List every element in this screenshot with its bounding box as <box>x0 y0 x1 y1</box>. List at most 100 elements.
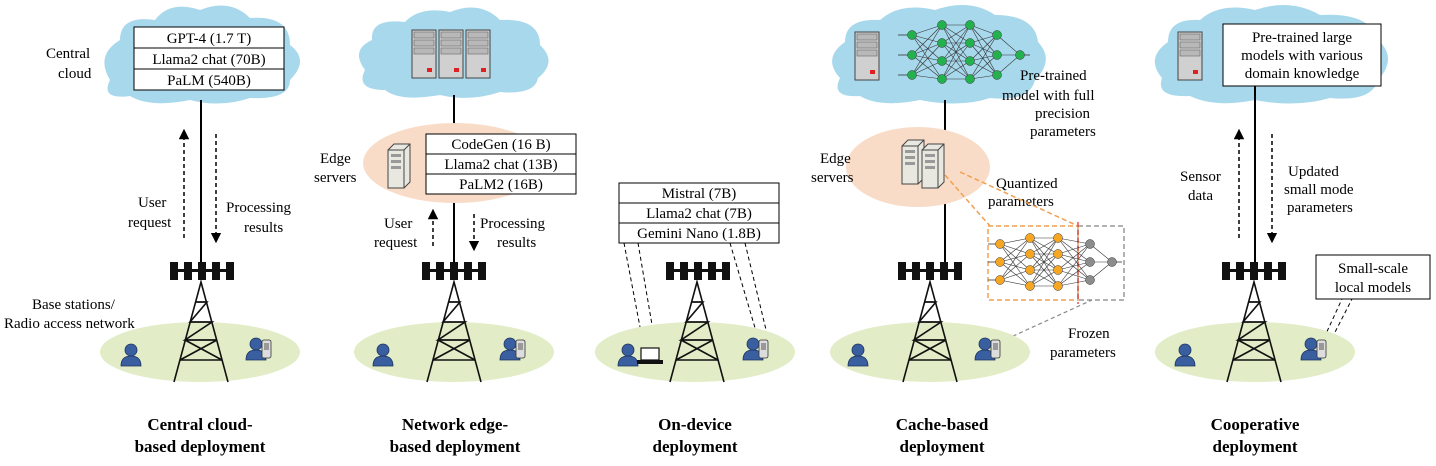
model-label: Gemini Nano (1.8B) <box>637 226 761 242</box>
network-node <box>1053 249 1063 259</box>
network-node <box>992 50 1002 60</box>
model-box: GPT-4 (1.7 T) Llama2 chat (70B) PaLM (54… <box>133 26 285 91</box>
updated-params-label: parameters <box>1287 200 1353 216</box>
network-edge <box>911 24 943 36</box>
network-edge <box>999 237 1031 263</box>
antenna-icon <box>170 262 234 280</box>
local-models-label: Small-scale <box>1338 261 1408 277</box>
network-node <box>937 74 947 84</box>
network-edge <box>941 42 971 80</box>
neural-network-icon <box>898 20 1030 84</box>
network-node <box>907 50 917 60</box>
network-edge <box>969 42 998 76</box>
panel-title: deployment <box>653 437 738 456</box>
panel-title: Cache-based <box>896 415 989 434</box>
edge-servers-label: servers <box>811 170 854 186</box>
updated-params-label: small mode <box>1284 182 1354 198</box>
pretrained-label: model with full <box>1002 88 1095 104</box>
callout-line <box>999 299 1093 343</box>
antenna-icon <box>898 262 962 280</box>
network-edge <box>999 261 1031 287</box>
network-edge <box>1057 261 1091 271</box>
network-edge <box>911 42 943 76</box>
network-node <box>1053 265 1063 275</box>
coverage-area <box>830 322 1030 382</box>
model-label: Pre-trained large <box>1252 30 1352 46</box>
network-node <box>1025 233 1035 243</box>
network-edge <box>969 24 998 36</box>
antenna-icon <box>422 262 486 280</box>
network-node <box>1015 50 1025 60</box>
local-models-box: Small-scale local models <box>1315 254 1431 300</box>
frozen-label: Frozen <box>1068 326 1110 342</box>
network-node <box>965 20 975 30</box>
edge-servers-label: Edge <box>820 151 851 167</box>
server-icon <box>854 31 880 81</box>
model-box: Pre-trained large models with various do… <box>1222 23 1382 87</box>
model-box: CodeGen (16 B) Llama2 chat (13B) PaLM2 (… <box>425 133 577 195</box>
network-edge <box>911 34 943 44</box>
laptop-icon <box>637 347 663 364</box>
network-node <box>937 20 947 30</box>
base-stations-label: Radio access network <box>4 316 135 332</box>
processing-results-label: results <box>244 220 283 236</box>
network-node <box>995 257 1005 267</box>
network-node <box>965 56 975 66</box>
network-edge <box>941 24 971 44</box>
network-edge <box>1057 243 1091 271</box>
network-node <box>1053 281 1063 291</box>
model-label: Llama2 chat (7B) <box>646 206 752 222</box>
model-label: Mistral (7B) <box>662 186 737 202</box>
network-edge <box>941 60 971 80</box>
network-edge <box>911 42 943 56</box>
model-box: Mistral (7B) Llama2 chat (7B) Gemini Nan… <box>618 182 780 244</box>
server-icon <box>921 143 945 189</box>
network-edge <box>999 243 1031 287</box>
network-node <box>992 70 1002 80</box>
panel-title: Cooperative <box>1211 415 1300 434</box>
network-edge <box>941 24 971 80</box>
network-edge <box>999 237 1031 281</box>
edge-servers-label: servers <box>314 170 357 186</box>
server-icon <box>465 29 491 79</box>
processing-results-label: results <box>497 235 536 251</box>
model-label: models with various <box>1241 48 1363 64</box>
sensor-data-label: Sensor <box>1180 169 1221 185</box>
edge-servers-label: Edge <box>320 151 351 167</box>
network-edge <box>999 269 1031 281</box>
network-edge <box>969 42 998 56</box>
network-node <box>1053 233 1063 243</box>
model-label: Llama2 chat (13B) <box>444 157 557 173</box>
coverage-area <box>354 322 554 382</box>
user-request-label: User <box>138 195 166 211</box>
local-models-label: local models <box>1335 280 1411 296</box>
model-label: CodeGen (16 B) <box>451 137 550 153</box>
pretrained-label: precision <box>1035 106 1090 122</box>
panel-title: based deployment <box>390 437 521 456</box>
server-icon <box>438 29 464 79</box>
network-edge <box>1057 237 1091 263</box>
network-edge <box>1057 243 1091 287</box>
network-node <box>992 30 1002 40</box>
network-edge <box>996 34 1021 56</box>
callout-line <box>637 242 657 349</box>
network-edge <box>1057 243 1091 255</box>
network-edge <box>999 253 1031 263</box>
server-icon <box>1177 31 1203 81</box>
network-edge <box>1029 237 1059 271</box>
coverage-area <box>100 322 300 382</box>
pretrained-label: Pre-trained <box>1020 68 1087 84</box>
user-request-label: request <box>374 235 418 251</box>
network-edge <box>911 24 943 56</box>
user-request-label: request <box>128 215 172 231</box>
network-edge <box>1057 253 1091 263</box>
network-node <box>965 38 975 48</box>
network-edge <box>1057 269 1091 281</box>
network-node <box>1085 257 1095 267</box>
panel-network-edge: CodeGen (16 B) Llama2 chat (13B) PaLM2 (… <box>314 7 577 456</box>
neural-network-icon <box>987 222 1125 304</box>
coverage-area <box>595 322 795 382</box>
network-edge <box>969 24 998 76</box>
network-edge <box>911 34 943 80</box>
